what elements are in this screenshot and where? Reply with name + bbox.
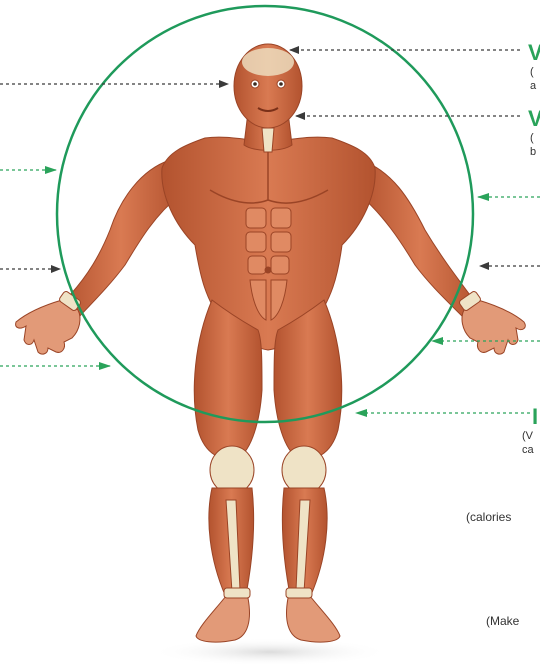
fragment-ca: ca: [522, 444, 534, 457]
right-foot: [287, 596, 340, 642]
fragment-v-second: V: [528, 106, 540, 132]
head-top: [242, 48, 294, 76]
left-ankle-band: [224, 588, 250, 598]
fragment-bracket: I: [532, 404, 538, 430]
fragment-paren-1: (: [530, 66, 534, 79]
fragment-calories: (calories: [466, 510, 511, 524]
left-foot: [196, 596, 249, 642]
fragment-make: (Make: [486, 614, 519, 628]
fragment-a: a: [530, 80, 536, 93]
fragment-v-top: V: [528, 40, 540, 66]
navel: [265, 267, 271, 273]
fragment-v-paren: (V: [522, 430, 533, 443]
fragment-b: b: [530, 146, 536, 159]
right-ankle-band: [286, 588, 312, 598]
left-knee: [210, 446, 254, 494]
right-knee: [282, 446, 326, 494]
right-arm: [360, 160, 480, 318]
floor-shadow: [150, 638, 390, 666]
fragment-paren-2: (: [530, 132, 534, 145]
neck-tendon: [262, 128, 274, 152]
right-hand: [462, 300, 525, 354]
anatomical-muscle-figure: [16, 44, 526, 642]
